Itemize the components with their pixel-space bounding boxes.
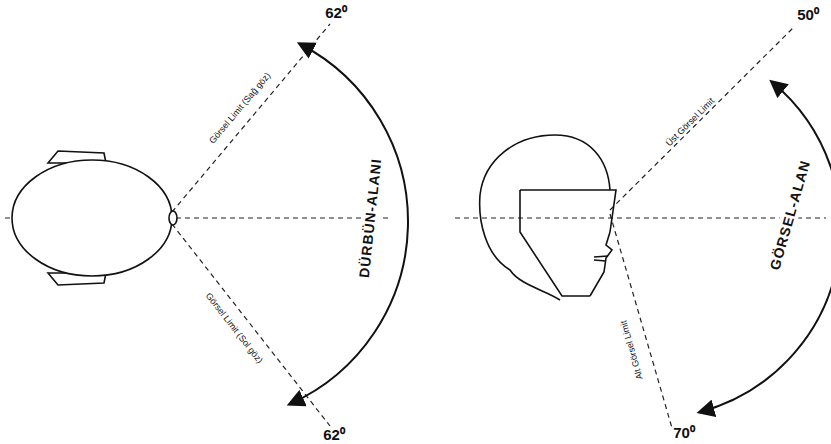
- angle-value: 50⁰: [797, 4, 819, 24]
- angle-value: 70⁰: [673, 422, 695, 442]
- angle-value: 62⁰: [323, 424, 345, 444]
- limit-label: Görsel Limit (Sol göz): [202, 289, 266, 366]
- limit-label: Üst Görsel Limit: [662, 94, 717, 149]
- field-name: GÖRSEL-ALAN: [765, 155, 815, 275]
- angle-value: 62⁰: [325, 2, 347, 22]
- limit-label: Alt Görsel Limit: [618, 317, 646, 382]
- limit-label: Görsel Limit (Sağ göz): [206, 69, 274, 147]
